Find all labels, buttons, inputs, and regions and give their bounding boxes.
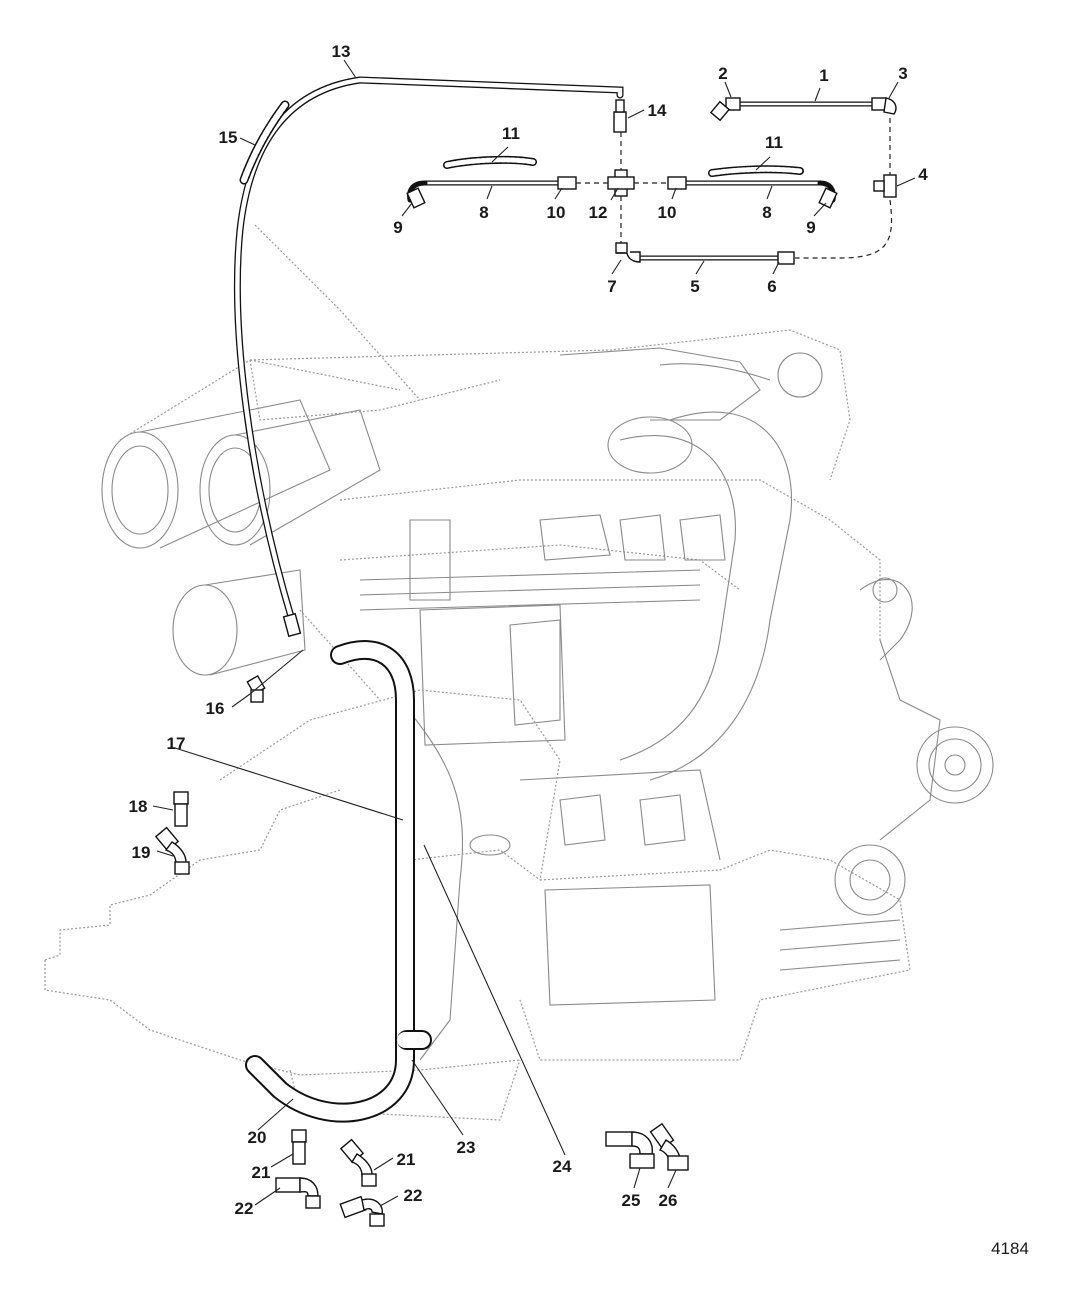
callout-24: 24 xyxy=(553,1157,572,1176)
fitting-26 xyxy=(649,1122,689,1171)
hose-13 xyxy=(233,76,624,624)
fitting-18 xyxy=(173,791,189,827)
fitting-2 xyxy=(709,97,741,122)
fitting-10-left xyxy=(557,176,577,190)
fitting-21-right xyxy=(339,1138,377,1187)
callout-9-left: 9 xyxy=(393,218,402,237)
callout-18: 18 xyxy=(129,797,148,816)
callout-26: 26 xyxy=(659,1191,678,1210)
callout-11-right: 11 xyxy=(765,133,783,152)
engine-outline xyxy=(44,224,994,1121)
callout-19: 19 xyxy=(132,843,151,862)
leader-lines xyxy=(152,59,916,1207)
sleeve-11-left xyxy=(443,155,537,169)
callout-11-left: 11 xyxy=(502,124,520,143)
callout-22-left: 22 xyxy=(235,1199,254,1218)
callout-22-right: 22 xyxy=(404,1186,423,1205)
callout-4: 4 xyxy=(918,165,928,184)
fitting-21-left xyxy=(291,1129,307,1165)
hose-8-left xyxy=(407,180,563,203)
callout-labels: 1 2 3 4 5 6 7 8 8 9 9 10 10 11 11 12 13 … xyxy=(129,42,929,1218)
callout-14: 14 xyxy=(648,101,667,120)
callout-3: 3 xyxy=(898,64,907,83)
callout-17: 17 xyxy=(167,734,186,753)
callout-9-right: 9 xyxy=(806,218,815,237)
tee-4 xyxy=(873,174,897,198)
callout-10-left: 10 xyxy=(547,203,566,222)
fitting-19 xyxy=(154,826,190,875)
callout-7: 7 xyxy=(607,277,616,296)
callout-2: 2 xyxy=(718,64,727,83)
fitting-10-right xyxy=(667,176,687,190)
figure-number: 4184 xyxy=(991,1239,1029,1258)
hose-8-right xyxy=(682,180,836,203)
callout-6: 6 xyxy=(767,277,776,296)
callout-21-left: 21 xyxy=(252,1163,271,1182)
fitting-6 xyxy=(777,251,795,265)
callout-23: 23 xyxy=(457,1138,476,1157)
callout-12: 12 xyxy=(589,203,608,222)
callout-1: 1 xyxy=(819,66,828,85)
fitting-7 xyxy=(615,242,641,263)
callout-16: 16 xyxy=(206,699,225,718)
fitting-25 xyxy=(605,1131,655,1169)
callout-8-left: 8 xyxy=(479,203,488,222)
hose-24 xyxy=(245,640,432,1123)
callout-13: 13 xyxy=(332,42,351,61)
callout-25: 25 xyxy=(622,1191,641,1210)
cross-fitting-12 xyxy=(607,169,635,197)
fitting-14 xyxy=(613,111,627,133)
fitting-22-left xyxy=(275,1177,321,1209)
callout-15: 15 xyxy=(219,128,238,147)
fitting-22-right xyxy=(339,1195,385,1227)
connector-line-4-6 xyxy=(795,199,893,259)
callout-10-right: 10 xyxy=(658,203,677,222)
callout-20: 20 xyxy=(248,1128,267,1147)
fitting-9-left xyxy=(406,187,426,209)
hose-13-end-fitting xyxy=(282,612,302,638)
callout-21-right: 21 xyxy=(397,1150,416,1169)
fitting-3 xyxy=(871,97,897,115)
callout-8-right: 8 xyxy=(762,203,771,222)
fitting-16 xyxy=(246,674,266,703)
callout-5: 5 xyxy=(690,277,699,296)
sleeve-15 xyxy=(239,100,290,185)
